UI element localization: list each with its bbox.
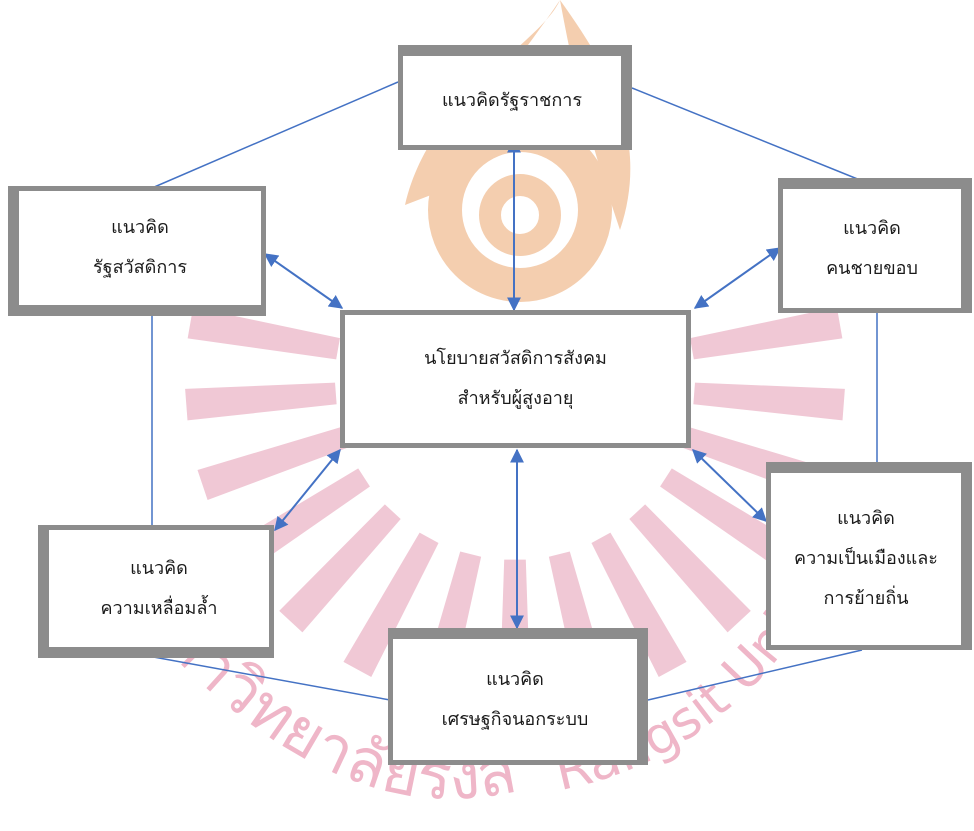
left-lower-line-2: ความเหลื่อมล้ำ xyxy=(100,597,218,619)
right-lower-line-2: ความเป็นเมืองและ xyxy=(794,548,938,569)
right-upper-line-1: แนวคิด xyxy=(843,217,901,239)
concept-box-center: นโยบายสวัสดิการสังคม สำหรับผู้สูงอายุ xyxy=(340,310,691,448)
watermark-ray xyxy=(629,504,751,633)
watermark-ray xyxy=(187,307,340,360)
concept-box-bottom: แนวคิด เศรษฐกิจนอกระบบ xyxy=(388,628,648,765)
right-lower-line-1: แนวคิด xyxy=(837,508,895,529)
concept-box-right-lower: แนวคิด ความเป็นเมืองและ การย้ายถิ่น xyxy=(766,462,972,650)
watermark-ray xyxy=(591,532,687,678)
bottom-line-2: เศรษฐกิจนอกระบบ xyxy=(441,708,589,730)
concept-box-left-lower: แนวคิด ความเหลื่อมล้ำ xyxy=(38,525,274,658)
link-top-left xyxy=(151,81,399,189)
arrow-left-upper xyxy=(263,253,344,309)
watermark-ray xyxy=(690,307,843,360)
watermark-ray xyxy=(343,532,439,678)
center-line-2: สำหรับผู้สูงอายุ xyxy=(457,388,574,409)
link-top-right xyxy=(631,87,861,181)
left-lower-line-1: แนวคิด xyxy=(130,557,188,579)
watermark-ray xyxy=(279,504,401,633)
concept-box-top: แนวคิดรัฐราชการ xyxy=(398,45,632,150)
link-bottom-right xyxy=(647,649,863,701)
left-upper-line-2: รัฐสวัสดิการ xyxy=(92,257,188,278)
center-line-1: นโยบายสวัสดิการสังคม xyxy=(424,348,607,369)
concept-box-left-upper: แนวคิด รัฐสวัสดิการ xyxy=(8,186,266,316)
watermark-ray xyxy=(185,382,337,421)
left-upper-line-1: แนวคิด xyxy=(111,217,169,238)
bottom-line-1: แนวคิด xyxy=(486,668,544,690)
watermark-ray xyxy=(693,382,845,421)
link-bottom-left xyxy=(147,655,391,701)
watermark-ray xyxy=(197,426,349,500)
arrow-right-upper xyxy=(693,247,782,309)
right-upper-line-2: คนชายขอบ xyxy=(826,257,918,279)
top-line-1: แนวคิดรัฐราชการ xyxy=(441,89,582,111)
right-lower-line-3: การย้ายถิ่น xyxy=(823,588,909,609)
arrow-left-lower xyxy=(274,448,341,532)
arrow-right-lower xyxy=(691,449,768,522)
concept-box-right-upper: แนวคิด คนชายขอบ xyxy=(778,178,972,313)
